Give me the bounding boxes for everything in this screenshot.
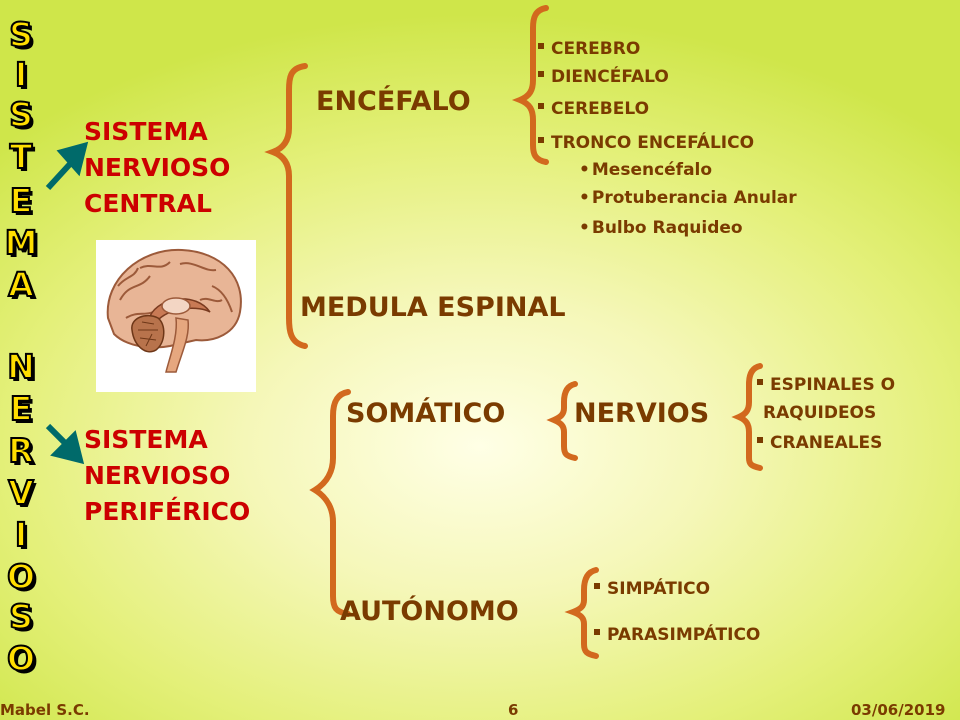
encefalo-label: ENCÉFALO (316, 86, 471, 117)
side-letter: I (14, 515, 28, 554)
bullet-square-icon (594, 583, 600, 589)
side-letter: E (9, 181, 34, 220)
bracket-snc (264, 63, 308, 349)
side-letter: E (9, 389, 34, 428)
snp-line-3: PERIFÉRICO (84, 497, 251, 526)
bracket-nervios (731, 363, 763, 471)
autonomo-label: AUTÓNOMO (340, 596, 519, 627)
bullet-square-icon (538, 71, 544, 77)
side-letter: A (7, 265, 35, 304)
snp-title: SISTEMA NERVIOSO PERIFÉRICO (84, 422, 250, 530)
tronco-item: •Protuberancia Anular (579, 188, 797, 208)
nervios-label: NERVIOS (574, 398, 710, 429)
encefalo-item: TRONCO ENCEFÁLICO (538, 133, 754, 153)
side-letter: S (8, 15, 34, 54)
nervios-item: CRANEALES (757, 433, 882, 453)
tronco-item: •Mesencéfalo (579, 160, 713, 180)
bullet-square-icon (757, 379, 763, 385)
side-letter: O (6, 639, 36, 678)
footer-page-number: 6 (508, 701, 519, 719)
snc-line-2: NERVIOSO (84, 153, 231, 182)
encefalo-item: CEREBRO (538, 39, 640, 59)
bullet-square-icon (538, 43, 544, 49)
bullet-square-icon (594, 629, 600, 635)
side-letter: N (6, 347, 36, 386)
side-letter: I (14, 55, 28, 94)
bracket-somatico (546, 381, 578, 461)
encefalo-item: CEREBELO (538, 99, 649, 119)
snc-line-3: CENTRAL (84, 189, 212, 218)
bullet-square-icon (538, 103, 544, 109)
snp-line-1: SISTEMA (84, 425, 208, 454)
tronco-item: •Bulbo Raquideo (579, 218, 743, 238)
snp-line-2: NERVIOSO (84, 461, 231, 490)
bracket-autonomo (564, 567, 599, 659)
medula-label: MEDULA ESPINAL (300, 292, 566, 323)
footer-author: Mabel S.C. (0, 701, 90, 719)
side-letter: S (8, 95, 34, 134)
nervios-item-cont: RAQUIDEOS (763, 403, 877, 423)
autonomo-item: PARASIMPÁTICO (594, 625, 760, 645)
bracket-snp (309, 389, 351, 617)
side-letter: O (6, 557, 36, 596)
side-letter: R (7, 431, 34, 470)
bullet-square-icon (538, 137, 544, 143)
brain-image (96, 240, 256, 392)
nervios-item: ESPINALES O (757, 375, 895, 395)
side-letter: S (8, 597, 34, 636)
side-letter: V (7, 473, 35, 512)
arrow-icon (45, 141, 89, 191)
footer-date: 03/06/2019 (851, 701, 946, 719)
encefalo-item: DIENCÉFALO (538, 67, 669, 87)
side-letter: M (4, 223, 39, 262)
arrow-icon (45, 423, 85, 465)
snc-title: SISTEMA NERVIOSO CENTRAL (84, 114, 230, 222)
bullet-dot-icon: • (579, 160, 590, 180)
somatico-label: SOMÁTICO (346, 398, 506, 429)
bullet-dot-icon: • (579, 188, 590, 208)
autonomo-item: SIMPÁTICO (594, 579, 710, 599)
snc-line-1: SISTEMA (84, 117, 208, 146)
bullet-square-icon (757, 437, 763, 443)
bracket-encefalo (511, 5, 549, 165)
bullet-dot-icon: • (579, 218, 590, 238)
side-letter: T (9, 137, 34, 176)
